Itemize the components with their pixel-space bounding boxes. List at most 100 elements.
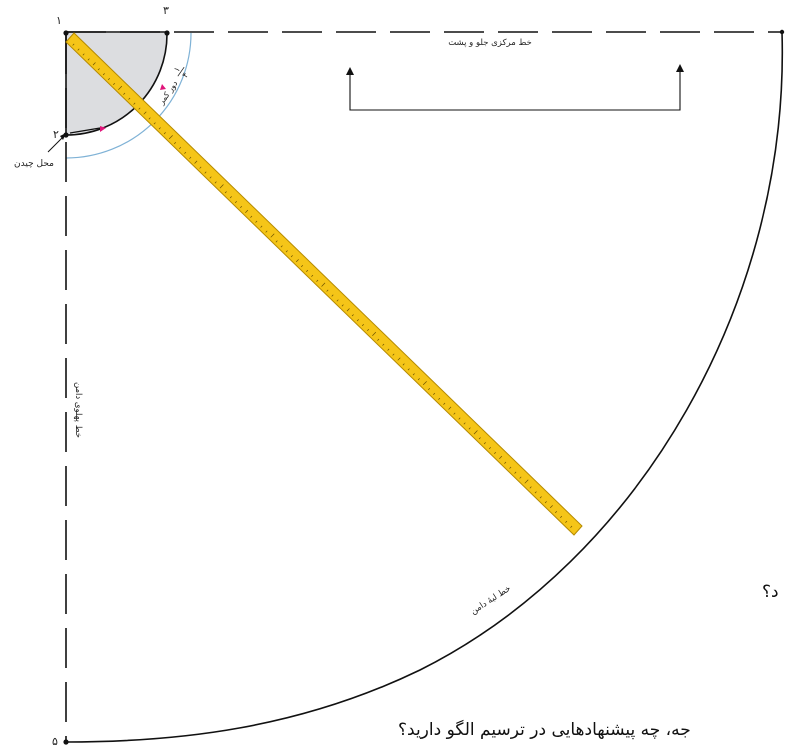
- ruler-tick: [275, 240, 278, 243]
- ruler-tick: [463, 422, 466, 425]
- ruler-tick: [483, 442, 486, 445]
- ruler-tick: [397, 357, 401, 361]
- ruler-tick: [97, 68, 100, 71]
- ruler-tick: [417, 378, 420, 381]
- ruler-tick: [123, 92, 126, 95]
- ruler-tick: [118, 85, 123, 90]
- fold-indicator-line: [349, 70, 681, 111]
- ruler-tick: [316, 279, 319, 282]
- ruler-tick: [351, 314, 354, 317]
- center-line-label: خط مرکزی جلو و پشت: [448, 38, 532, 48]
- ruler-tick: [128, 97, 131, 100]
- ruler-tick: [560, 515, 563, 518]
- ruler-tick: [143, 111, 147, 115]
- arrow-waist-1: [69, 127, 101, 134]
- ruler-tick: [387, 348, 390, 351]
- ruler-tick: [184, 151, 187, 154]
- ruler-tick: [519, 476, 522, 479]
- text-fragment-a: د؟: [762, 582, 779, 602]
- ruler-tick: [488, 447, 491, 450]
- fold-indicator-arrows: [346, 64, 684, 111]
- ruler-tick: [341, 304, 344, 307]
- ruler-tick: [539, 496, 542, 499]
- ruler-tick: [402, 363, 405, 366]
- ruler-tick: [458, 417, 461, 420]
- ruler-tick: [382, 343, 385, 346]
- ruler-tick: [361, 324, 364, 327]
- ruler-tick: [412, 373, 415, 376]
- ruler-tick: [321, 282, 326, 287]
- ruler-tick: [290, 255, 293, 258]
- ruler-tick: [113, 82, 116, 86]
- ruler-tick: [285, 250, 288, 253]
- ruler-tick: [509, 466, 512, 469]
- ruler-tick: [107, 78, 110, 81]
- ruler-tick: [356, 319, 359, 322]
- waist-fraction-den: ۴: [180, 71, 190, 80]
- ruler-tick: [260, 225, 263, 228]
- ruler-tick: [499, 455, 503, 459]
- point-2-label: ۲: [53, 128, 59, 141]
- ruler-tick: [153, 122, 156, 125]
- point-5-dot: [63, 739, 69, 745]
- ruler-tick: [168, 135, 173, 140]
- ruler-tick: [255, 220, 258, 223]
- ruler-tick: [438, 397, 441, 400]
- ruler-tick: [407, 368, 410, 371]
- ruler-tick: [346, 308, 350, 312]
- ruler-tick: [565, 520, 568, 523]
- ruler-tick: [163, 132, 166, 135]
- ruler-tick: [392, 353, 395, 356]
- point-5-label: ۵: [52, 735, 58, 748]
- ruler-tick: [453, 412, 456, 415]
- ruler-tick: [427, 388, 431, 391]
- ruler-tick: [245, 209, 249, 213]
- point-3-dot: [164, 30, 170, 36]
- ruler-tick: [82, 53, 85, 56]
- ruler-tick: [270, 233, 275, 238]
- ruler-tick: [194, 160, 198, 164]
- ruler-tick: [234, 201, 237, 204]
- ruler-tick: [72, 43, 75, 46]
- corner-top-right-dot: [779, 29, 785, 35]
- ruler-tick: [173, 142, 177, 145]
- ruler-tick: [204, 171, 207, 174]
- ruler-tick: [443, 402, 446, 405]
- point-1-label: ۱: [56, 14, 62, 27]
- ruler-tick: [295, 259, 299, 263]
- ruler-tick: [92, 62, 96, 66]
- ruler-tick: [102, 73, 105, 76]
- point-1-dot: [63, 30, 69, 36]
- side-line-label: خط پهلوی دامن: [73, 382, 83, 438]
- ruler-tick: [570, 525, 573, 528]
- ruler-tick: [138, 107, 141, 110]
- ruler-tick: [133, 102, 136, 105]
- ruler-tick: [473, 430, 478, 435]
- ruler-tick: [280, 245, 283, 248]
- hem-line-label: خط لبهٔ دامن: [469, 584, 513, 617]
- ruler-tick: [514, 471, 517, 474]
- ruler-tick: [336, 299, 339, 302]
- ruler-tick: [311, 274, 314, 277]
- point-2-dot: [63, 132, 69, 138]
- ruler-tick: [306, 269, 309, 272]
- ruler-tick: [468, 427, 471, 430]
- text-fragment-b: جه، چه پیشنهادهایی در ترسیم الگو دارید؟: [398, 720, 691, 740]
- ruler-tick: [179, 146, 182, 149]
- point-3-label: ۳: [163, 4, 169, 17]
- left-up-arrowhead: [346, 67, 354, 75]
- ruler-tick: [422, 381, 427, 386]
- ruler-tick: [250, 215, 253, 218]
- ruler-tick: [549, 505, 553, 509]
- ruler-tick: [265, 230, 268, 233]
- ruler-tick: [504, 461, 507, 464]
- ruler-tick: [240, 205, 243, 209]
- ruler: [65, 32, 583, 536]
- ruler-tick: [534, 491, 537, 494]
- ruler-tick: [209, 176, 212, 179]
- ruler-tick: [544, 501, 547, 504]
- arrow-head-2: [160, 84, 166, 90]
- ruler-ticks: [72, 43, 573, 528]
- ruler-tick: [158, 127, 161, 130]
- right-up-arrowhead: [676, 64, 684, 72]
